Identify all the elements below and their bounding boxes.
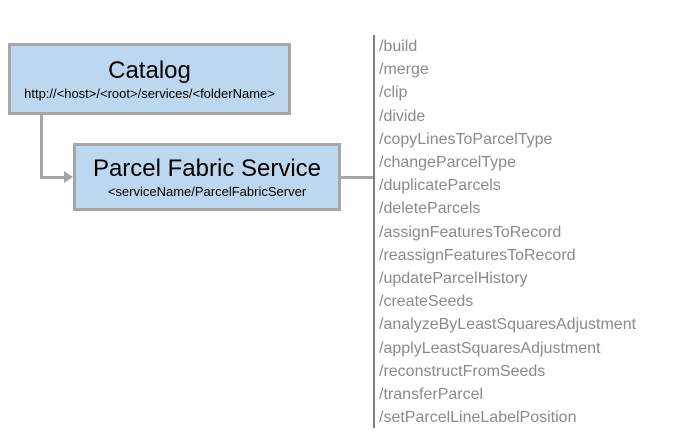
endpoint-item: /reassignFeaturesToRecord <box>379 246 576 264</box>
endpoint-item: /reconstructFromSeeds <box>379 362 546 380</box>
endpoint-item: /changeParcelType <box>379 154 516 172</box>
catalog-title: Catalog <box>108 56 191 84</box>
catalog-url-pattern: http://<host>/<root>/services/<folderNam… <box>24 86 275 102</box>
endpoint-item: /copyLinesToParcelType <box>379 130 553 148</box>
endpoint-item: /assignFeaturesToRecord <box>379 223 562 241</box>
endpoint-item: /analyzeByLeastSquaresAdjustment <box>379 316 637 334</box>
endpoint-item: /deleteParcels <box>379 200 481 218</box>
endpoint-item: /merge <box>379 61 429 79</box>
catalog-node: Catalog http://<host>/<root>/services/<f… <box>8 43 291 115</box>
endpoints-divider-line <box>373 35 375 428</box>
service-url-pattern: <serviceName/ParcelFabricServer <box>107 184 307 200</box>
service-title: Parcel Fabric Service <box>92 154 322 182</box>
endpoint-item: /clip <box>379 84 408 102</box>
endpoint-item: /duplicateParcels <box>379 177 501 195</box>
endpoint-item: /applyLeastSquaresAdjustment <box>379 339 601 357</box>
endpoint-item: /divide <box>379 107 426 125</box>
parcel-fabric-service-node: Parcel Fabric Service <serviceName/Parce… <box>73 143 341 211</box>
endpoint-item: /build <box>379 38 418 55</box>
endpoint-list: /build/merge/clip/divide/copyLinesToParc… <box>379 35 636 429</box>
catalog-to-service-connector-vertical <box>40 115 43 179</box>
endpoint-item: /createSeeds <box>379 293 474 311</box>
endpoint-item: /setParcelLineLabelPosition <box>379 409 577 427</box>
catalog-to-service-connector-horizontal <box>40 176 66 179</box>
service-to-endpoints-connector <box>341 176 374 179</box>
endpoint-item: /updateParcelHistory <box>379 270 528 288</box>
endpoint-item: /transferParcel <box>379 386 484 404</box>
connector-arrowhead-icon <box>64 171 73 183</box>
